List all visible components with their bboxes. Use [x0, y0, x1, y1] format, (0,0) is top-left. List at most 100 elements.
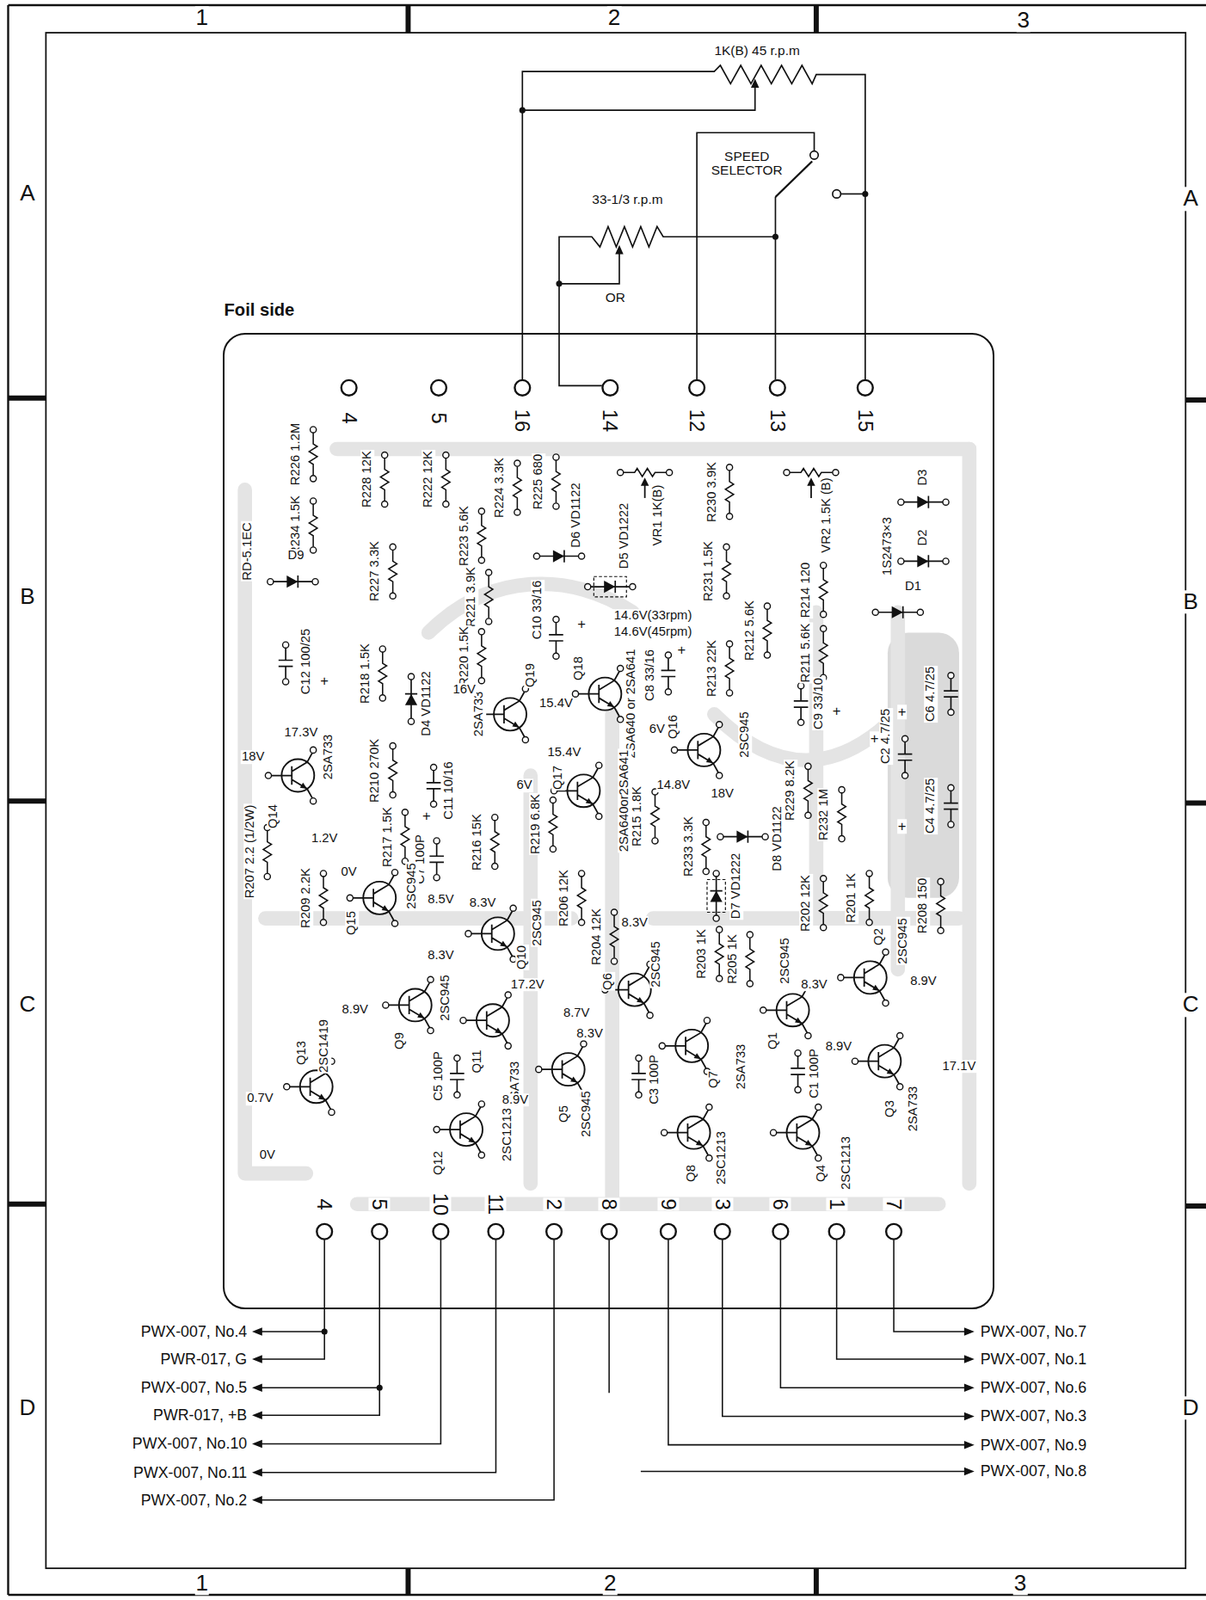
terminal-number: 11	[485, 1192, 507, 1216]
resistor-label: R212 5.6K	[743, 599, 757, 662]
transistor-label: 2SA733	[735, 1042, 750, 1090]
transistor-label: 2SA733	[321, 733, 336, 782]
transistor-label: 8.9V	[824, 1039, 853, 1054]
transistor-label: Q2	[873, 927, 887, 947]
resistor-label: R221 3.9K	[464, 566, 479, 628]
grid-reference: 2	[603, 1571, 618, 1595]
capacitor-label: C12 100/25	[299, 627, 314, 696]
transistor-label: 2SC945	[896, 916, 911, 966]
transistor-label: 2SC1419	[317, 1018, 332, 1074]
polarity-mark: +	[897, 818, 908, 834]
diode-label: D8 VD1122	[770, 805, 785, 872]
capacitor-label: C4 4.7/25	[923, 777, 938, 835]
resistor-label: R208 150	[916, 877, 931, 935]
grid-reference: B	[1182, 590, 1200, 614]
resistor-label: R205 1K	[726, 933, 740, 985]
resistor-label: R213 22K	[705, 639, 720, 698]
transistor-label: 8.7V	[562, 1006, 591, 1021]
connector-label: PWX-007, No.11	[132, 1464, 248, 1481]
transistor-label: Q11	[470, 1048, 485, 1074]
transistor-label: 2SC945	[439, 973, 454, 1022]
diode-label: D2	[916, 529, 931, 548]
transistor-label: 0V	[340, 865, 358, 880]
board-heading: Foil side	[224, 300, 296, 320]
capacitor-label: C8 33/16	[643, 648, 658, 702]
control-label: 1K(B) 45 r.p.m	[713, 43, 800, 58]
transistor-label: 8.9V	[909, 974, 937, 989]
transistor-label: 6V	[516, 779, 534, 794]
resistor-label: R219 6.8K	[529, 793, 543, 856]
capacitor-label: 14.6V(45rpm)	[613, 626, 694, 640]
resistor-label: R227 3.3K	[369, 540, 383, 603]
resistor-label: R204 12K	[590, 907, 604, 967]
transistor-label: 0.7V	[246, 1092, 274, 1107]
transistor-label: 17.2V	[510, 978, 546, 992]
terminal-number: 13	[766, 407, 788, 432]
resistor-label: R217 1.5K	[381, 806, 395, 868]
transistor-label: 18V	[710, 787, 735, 801]
terminal-number: 5	[428, 412, 450, 425]
transistor-symbols	[264, 664, 903, 1161]
transistor-label: 8.3V	[426, 949, 455, 964]
control-label: OR	[604, 290, 627, 305]
wire-junctions	[321, 78, 869, 1391]
transistor-label: Q15	[344, 910, 359, 936]
pcb-board: Foil side	[222, 332, 996, 1310]
terminal-number: 14	[599, 407, 622, 432]
transistor-label: 18V	[240, 750, 265, 764]
capacitor-label: C9 33/10	[812, 676, 827, 731]
diode-label: D9	[287, 549, 306, 564]
connector-label: PWX-007, No.2	[140, 1491, 249, 1508]
capacitor-label: C11 10/16	[442, 761, 456, 821]
connector-label: PWX-007, No.3	[979, 1408, 1089, 1425]
transistor-label: 2SC945	[405, 861, 419, 911]
transistor-label: 14.8V	[655, 779, 691, 794]
connector-label: PWX-007, No.4	[140, 1323, 249, 1341]
resistor-label: R220 1.5K	[457, 625, 472, 688]
transistor-label: 16V	[451, 682, 476, 697]
transistor-label: 1.2V	[310, 831, 339, 846]
control-label: SPEED SELECTOR	[701, 149, 792, 178]
transistor-label: Q5	[557, 1104, 572, 1124]
transistor-label: 2SA640 or 2SA641	[624, 648, 639, 760]
terminal-number: 10	[430, 1191, 452, 1216]
connector-label: PWX-007, No.5	[140, 1379, 249, 1397]
potentiometer-symbols	[617, 468, 839, 499]
transistor-label: Q13	[295, 1039, 309, 1066]
capacitor-symbols	[278, 615, 959, 1098]
transistor-label: Q17	[551, 764, 566, 791]
transistor-label: 2SC945	[779, 937, 794, 986]
diode-label: D4 VD1122	[419, 670, 434, 738]
resistor-label: R229 8.2K	[783, 759, 798, 822]
capacitor-label: 14.6V(33rpm)	[613, 609, 694, 624]
grid-reference: 1	[195, 6, 210, 31]
connector-label: PWX-007, No.7	[979, 1323, 1089, 1341]
transistor-label: Q7	[707, 1070, 722, 1090]
terminal-number: 3	[711, 1197, 733, 1211]
resistor-label: R230 3.9K	[705, 461, 720, 524]
resistor-label: R211 5.6K	[799, 622, 813, 684]
resistor-label: R206 12K	[557, 868, 572, 928]
resistor-label: R215 1.8K	[631, 785, 646, 848]
arrowheads	[252, 1327, 975, 1504]
transistor-label: Q19	[523, 662, 538, 689]
transistor-label: 15.4V	[547, 746, 583, 761]
connector-label: PWX-007, No.8	[979, 1463, 1089, 1480]
resistor-label: R209 2.2K	[299, 867, 314, 930]
resistor-label: R218 1.5K	[358, 642, 373, 705]
output-leads	[261, 1239, 966, 1500]
grid-reference: A	[18, 182, 36, 206]
terminal-number: 12	[686, 407, 708, 432]
resistor-label: R203 1K	[695, 928, 709, 980]
capacitor-label: C6 4.7/25	[923, 664, 938, 722]
transistor-label: Q8	[684, 1163, 699, 1183]
transistor-label: Q9	[393, 1031, 407, 1051]
terminal-number: 4	[313, 1197, 336, 1211]
transistor-label: 2SA640or2SA641	[617, 749, 632, 854]
transistor-label: Q10	[516, 944, 530, 971]
terminal-number: 6	[769, 1197, 792, 1211]
connector-label: PWR-017, +B	[152, 1407, 248, 1424]
connector-label: PWX-007, No.6	[979, 1379, 1089, 1397]
capacitor-label: C5 100P	[431, 1051, 446, 1103]
resistor-label: VR1 1K(B)	[651, 484, 665, 548]
